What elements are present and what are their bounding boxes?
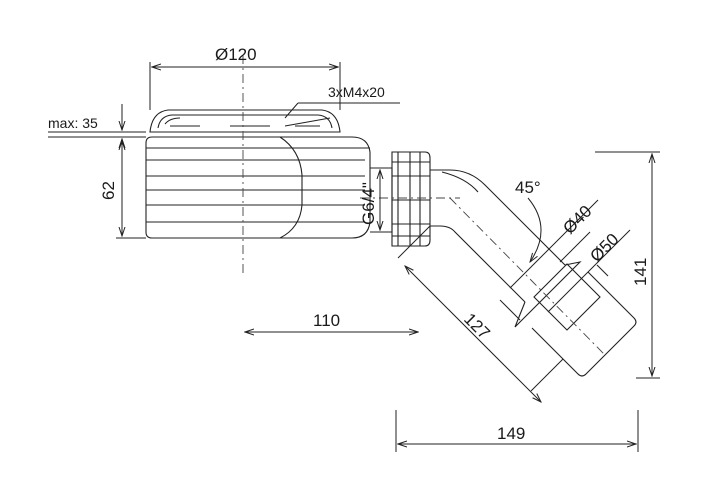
- grate-diameter-label: Ø120: [215, 45, 257, 64]
- dim-body-height: 62: [99, 141, 146, 239]
- body-height-label: 62: [99, 181, 118, 200]
- elbow-length-label: 127: [460, 309, 493, 342]
- max-height-label: max: 35: [48, 115, 98, 131]
- drain-grate: [149, 109, 341, 133]
- dim-grate-diameter: Ø120: [149, 45, 341, 110]
- center-lines: [242, 55, 606, 356]
- horizontal-offset-label: 110: [313, 311, 340, 330]
- dim-screws: 3xM4x20: [284, 84, 400, 119]
- total-length-label: 149: [497, 424, 525, 443]
- dim-elbow-angle: 45°: [515, 178, 542, 262]
- coupling-nut: [370, 151, 431, 247]
- thread-label: G6/4": [359, 182, 378, 225]
- dim-total-length: 149: [395, 410, 639, 452]
- outlet-height-label: 141: [631, 258, 650, 286]
- dim-thread: G6/4": [359, 170, 380, 230]
- elbow-pipe: [430, 169, 566, 303]
- dim-elbow-length: 127: [397, 225, 564, 402]
- dim-horizontal-offset: 110: [245, 311, 418, 332]
- outlet-sleeve: [514, 261, 637, 377]
- drain-body: [145, 136, 371, 239]
- dim-max-height: max: 35: [48, 104, 146, 160]
- outer-diameter-label: Ø50: [586, 230, 622, 266]
- elbow-angle-label: 45°: [515, 178, 541, 197]
- dim-inner-diameter: Ø40: [499, 199, 599, 321]
- dim-outlet-height: 141: [595, 151, 660, 379]
- screws-label: 3xM4x20: [328, 84, 385, 100]
